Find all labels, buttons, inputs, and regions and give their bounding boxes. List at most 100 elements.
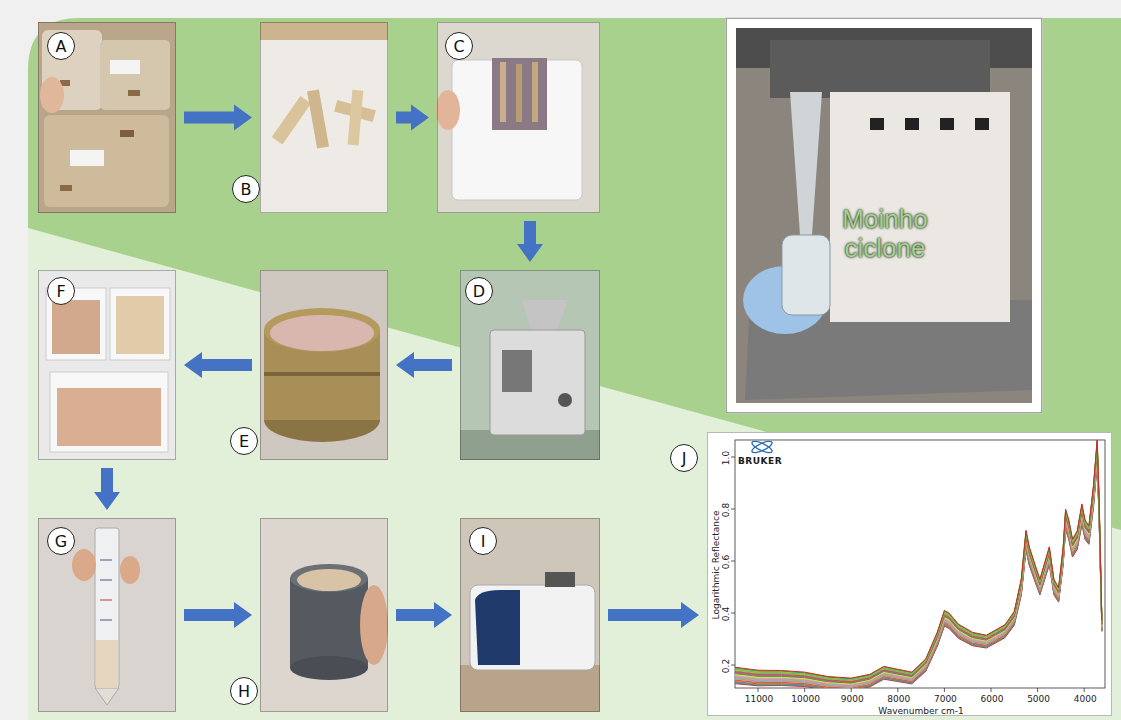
photo-panel: I [460,518,600,712]
wood-stick [532,62,538,122]
chart-panel: JBRUKER1.00.80.60.40.2110001000090008000… [707,432,1112,716]
powder [297,569,361,591]
spectrum-line [735,456,1102,687]
tube-mark [100,600,112,601]
tick-mark [731,509,735,510]
slot [905,118,919,130]
table [460,665,600,712]
panel-letter: C [445,32,473,60]
panel-letter: J [670,444,698,472]
spectrum-line [735,458,1102,688]
slot [940,118,954,130]
grinder-mill [490,330,585,435]
spectrum-line [735,460,1102,688]
panel-letter: B [232,175,260,203]
tick-mark [731,561,735,562]
spectra [735,440,1102,688]
photo-panel: A [38,22,176,213]
photo-bg [38,22,176,213]
wood-stick [516,64,522,122]
powder [52,300,100,354]
cup-rim [290,564,368,592]
photo-panel: G [38,518,176,712]
photo-frame [726,18,1042,413]
chart-bg [707,432,1112,716]
tick-label: 0.6 [721,555,731,569]
tick-label: 9000 [841,694,864,704]
finger [72,549,96,581]
spectrum-line [735,462,1102,688]
plot-frame [735,440,1105,688]
tube-mark [100,560,112,561]
tick-label: 1.0 [721,451,731,465]
tick-label: 0.4 [721,607,731,621]
tick-mark [1084,688,1085,692]
photo-panel: C [437,22,600,213]
wood-stick [500,62,506,122]
tick-mark [1037,688,1038,692]
spectrum-line [735,441,1102,679]
bottle [782,235,830,315]
flow-arrow [184,105,252,131]
tube-tip [95,688,119,705]
photo-bg [260,22,388,213]
spectrometer-front [475,590,520,665]
tick-mark [944,688,945,692]
flow-arrow [396,352,452,378]
tick-label: 6000 [981,694,1004,704]
spectrum-line [735,459,1102,688]
panel-letter: D [465,277,493,305]
flow-arrow [184,352,252,378]
flow-arrow [608,602,699,628]
tick-mark [804,688,805,692]
logo-mark [751,439,774,455]
tray [110,288,170,360]
photo-bg [437,22,600,213]
mill-top [770,40,990,98]
panel-letter: A [47,32,75,60]
photo-panel: Moinho ciclone [726,18,1042,413]
panel-letter: E [230,427,258,455]
wood-chip [128,90,140,96]
flow-arrow [396,602,452,628]
tray [50,372,168,452]
photo-panel: B [260,22,388,213]
photo-panel: D [460,270,600,460]
tick-label: 4000 [1074,694,1097,704]
tick-mark [731,457,735,458]
tube-mark [100,580,112,581]
tick-mark [897,688,898,692]
brand-logo: BRUKER [738,456,782,466]
flow-arrow [94,468,120,510]
hand [40,77,64,113]
photo-bg [460,270,600,460]
wood-stick [307,89,329,148]
light-green-ground [28,18,1121,720]
slot [975,118,989,130]
panel-letter: F [47,277,75,305]
spectrum-line [735,450,1102,684]
flow-arrow [396,105,429,131]
axis-ticks [731,457,1084,692]
sample-bag [100,40,170,110]
sieve-rim [264,308,380,352]
tick-label: 0.8 [721,503,731,517]
mill-window [502,350,532,392]
photo-bg [38,518,176,712]
photo-bg [260,518,388,712]
spectrum-line [735,453,1102,685]
photo-bg [460,518,600,712]
spectrum-line [735,445,1102,681]
tick-mark [731,613,735,614]
tube [95,528,119,688]
wood-stick [348,90,364,146]
spectrum-line [735,457,1102,687]
tick-label: 11000 [745,694,774,704]
spectrum-line [735,446,1102,682]
wood-chip [120,130,134,137]
tick-label: 7000 [934,694,957,704]
wood-pieces [492,58,547,130]
